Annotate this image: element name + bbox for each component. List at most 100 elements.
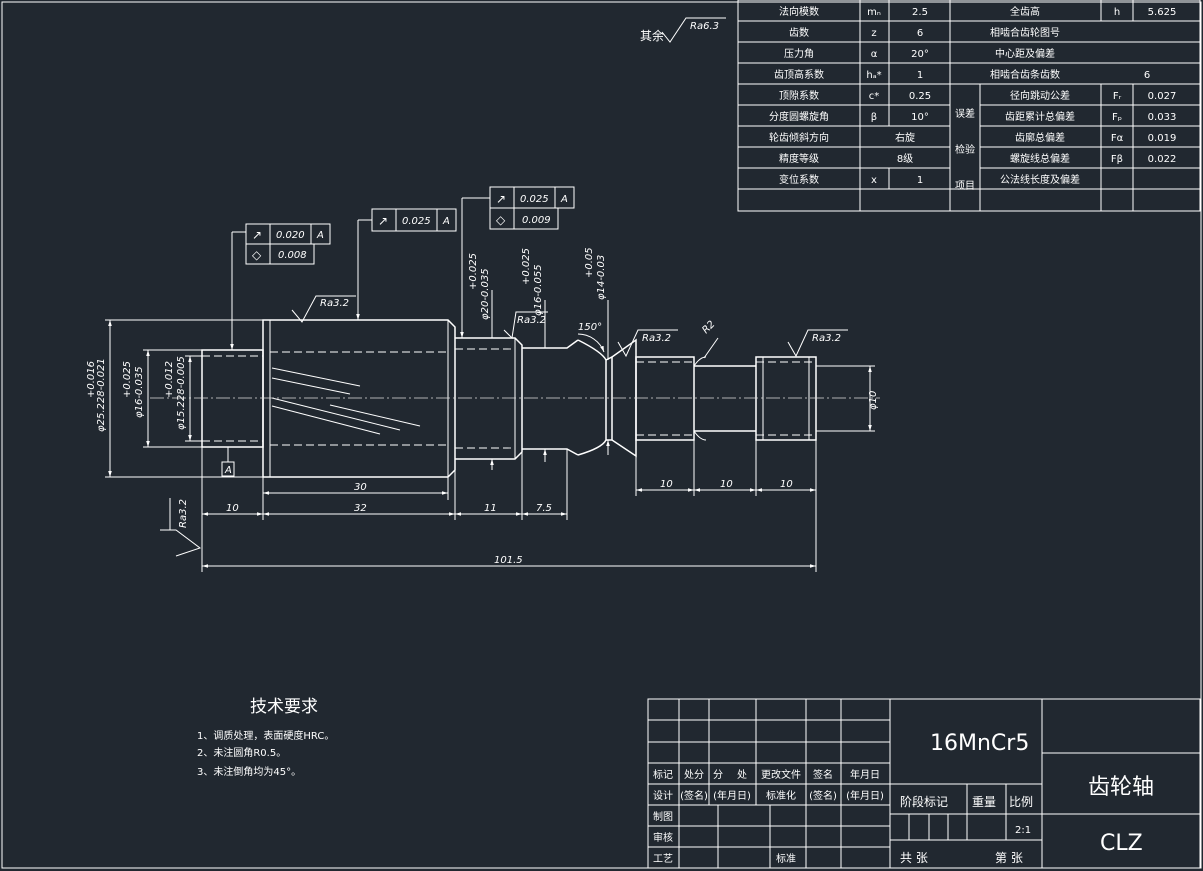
row-label: 制图 bbox=[653, 810, 673, 823]
param-value: 0.25 bbox=[909, 91, 931, 102]
param-name: 法向模数 bbox=[779, 5, 819, 18]
param-value: 右旋 bbox=[895, 131, 915, 144]
header-cell: 处 bbox=[737, 769, 747, 781]
tech-req-title: 技术要求 bbox=[250, 697, 318, 717]
error-symbol: Fβ bbox=[1111, 154, 1123, 165]
design-cell: 设计 bbox=[653, 789, 673, 802]
dimension-lines bbox=[105, 290, 875, 572]
dim-l32: 32 bbox=[354, 503, 367, 514]
roughness-other: 其余 Ra6.3 bbox=[640, 17, 726, 43]
error-name: 螺旋线总偏差 bbox=[1010, 152, 1070, 165]
error-group-label: 检验 bbox=[955, 143, 975, 156]
ratio-label: 比例 bbox=[1009, 795, 1033, 809]
roughness-other-value: Ra6.3 bbox=[690, 21, 719, 32]
param-value: 20° bbox=[911, 49, 929, 60]
roughness-mark-2: Ra3.2 bbox=[517, 315, 546, 326]
error-value: 0.019 bbox=[1148, 133, 1177, 144]
tech-req-3: 3、未注倒角均为45°。 bbox=[197, 765, 301, 778]
error-name: 齿廓总偏差 bbox=[1015, 131, 1065, 144]
scale-value: 2:1 bbox=[1015, 825, 1031, 836]
param-symbol: hₐ* bbox=[866, 70, 881, 81]
tol-val-4: 0.025 bbox=[520, 194, 549, 205]
dim-d6: φ14-0.03 bbox=[596, 255, 607, 300]
error-name: 公法线长度及偏差 bbox=[1000, 173, 1080, 186]
error-group-label: 误差 bbox=[955, 107, 975, 120]
weight-label: 重量 bbox=[972, 795, 996, 809]
tol-val-2: 0.008 bbox=[278, 250, 307, 261]
dim-d6-tol: +0.05 bbox=[584, 247, 595, 278]
param-name: 中心距及偏差 bbox=[995, 47, 1055, 60]
gear-parameter-table bbox=[737, 0, 1201, 212]
dim-l10b: 10 bbox=[660, 479, 673, 490]
technical-requirements: 技术要求 1、调质处理，表面硬度HRC。 2、未注圆角R0.5。 3、未注倒角均… bbox=[197, 697, 334, 778]
roughness-mark-1: Ra3.2 bbox=[320, 298, 349, 309]
param-value: 10° bbox=[911, 112, 929, 123]
dim-angle: 150° bbox=[578, 322, 602, 333]
param-name: 压力角 bbox=[784, 47, 814, 60]
header-cell: 签名 bbox=[813, 768, 833, 781]
material: 16MnCr5 bbox=[930, 731, 1029, 756]
error-value: 0.027 bbox=[1148, 91, 1177, 102]
param-symbol: α bbox=[871, 49, 878, 60]
dim-total: 101.5 bbox=[494, 555, 523, 566]
param-value: 5.625 bbox=[1148, 7, 1177, 18]
tol-datum-1: A bbox=[316, 230, 324, 241]
header-cell: 年月日 bbox=[850, 768, 880, 781]
param-symbol: c* bbox=[869, 91, 880, 102]
param-name: 分度圆螺旋角 bbox=[769, 110, 829, 123]
dim-l11: 11 bbox=[484, 503, 497, 514]
shaft-outline bbox=[201, 319, 817, 478]
error-value: 0.033 bbox=[1148, 112, 1177, 123]
param-symbol: β bbox=[871, 112, 877, 123]
param-value: 1 bbox=[917, 70, 923, 81]
error-name: 齿距累计总偏差 bbox=[1005, 110, 1075, 123]
param-name: 顶隙系数 bbox=[779, 89, 819, 102]
roughness-other-label: 其余 bbox=[640, 28, 664, 43]
tol-val-5: 0.009 bbox=[522, 215, 551, 226]
param-name: 齿顶高系数 bbox=[774, 68, 824, 81]
tech-req-2: 2、未注圆角R0.5。 bbox=[197, 746, 286, 759]
design-cell: (签名) bbox=[809, 789, 837, 802]
param-value: 6 bbox=[917, 28, 923, 39]
tol-sym-5: ◇ bbox=[496, 213, 506, 227]
tol-val-3: 0.025 bbox=[402, 216, 431, 227]
error-value: 0.022 bbox=[1148, 154, 1177, 165]
dim-l10a: 10 bbox=[226, 503, 239, 514]
error-symbol: Fα bbox=[1111, 133, 1124, 144]
dim-d2: φ16-0.035 bbox=[134, 366, 145, 418]
part-name: 齿轮轴 bbox=[1088, 775, 1154, 800]
total-sheets: 共 张 bbox=[900, 851, 928, 865]
param-name: 精度等级 bbox=[779, 152, 819, 165]
title-block: 16MnCr5 齿轮轴 CLZ 2:1 阶段标记 重量 比例 共 张 第 张 标… bbox=[647, 698, 1201, 869]
tol-sym-4: ↗ bbox=[496, 192, 506, 206]
tol-sym-3: ↗ bbox=[378, 214, 388, 228]
param-symbol: mₙ bbox=[867, 7, 881, 18]
dim-d5-tol: +0.025 bbox=[521, 248, 532, 285]
tol-sym-1: ↗ bbox=[252, 228, 262, 242]
dim-l10d: 10 bbox=[780, 479, 793, 490]
param-symbol: z bbox=[871, 28, 876, 39]
dim-radius: R2 bbox=[700, 319, 717, 336]
roughness-mark-4: Ra3.2 bbox=[812, 333, 841, 344]
header-cell: 分 bbox=[713, 769, 723, 781]
dim-d1-tol: +0.016 bbox=[86, 361, 97, 398]
dim-d3: φ15.228-0.005 bbox=[176, 356, 187, 430]
param-value: 8级 bbox=[897, 153, 913, 165]
header-cell: 标记 bbox=[653, 769, 673, 781]
param-name: 全齿高 bbox=[1010, 5, 1040, 18]
dim-d7: φ10 bbox=[868, 391, 879, 410]
error-symbol: Fₚ bbox=[1112, 112, 1122, 123]
param-value: 1 bbox=[917, 175, 923, 186]
design-cell: (签名) bbox=[680, 789, 708, 802]
tech-req-1: 1、调质处理，表面硬度HRC。 bbox=[197, 729, 334, 742]
dim-d3-tol: +0.012 bbox=[164, 361, 175, 398]
sheet-number: 第 张 bbox=[995, 851, 1023, 865]
standard-label: 标准 bbox=[776, 853, 796, 865]
dim-l7-5: 7.5 bbox=[536, 503, 552, 514]
param-name: 轮齿倾斜方向 bbox=[769, 131, 829, 144]
dim-d1: φ25.228-0.021 bbox=[96, 358, 107, 432]
dim-d4-tol: +0.025 bbox=[468, 253, 479, 290]
param-value: 6 bbox=[1144, 70, 1150, 81]
